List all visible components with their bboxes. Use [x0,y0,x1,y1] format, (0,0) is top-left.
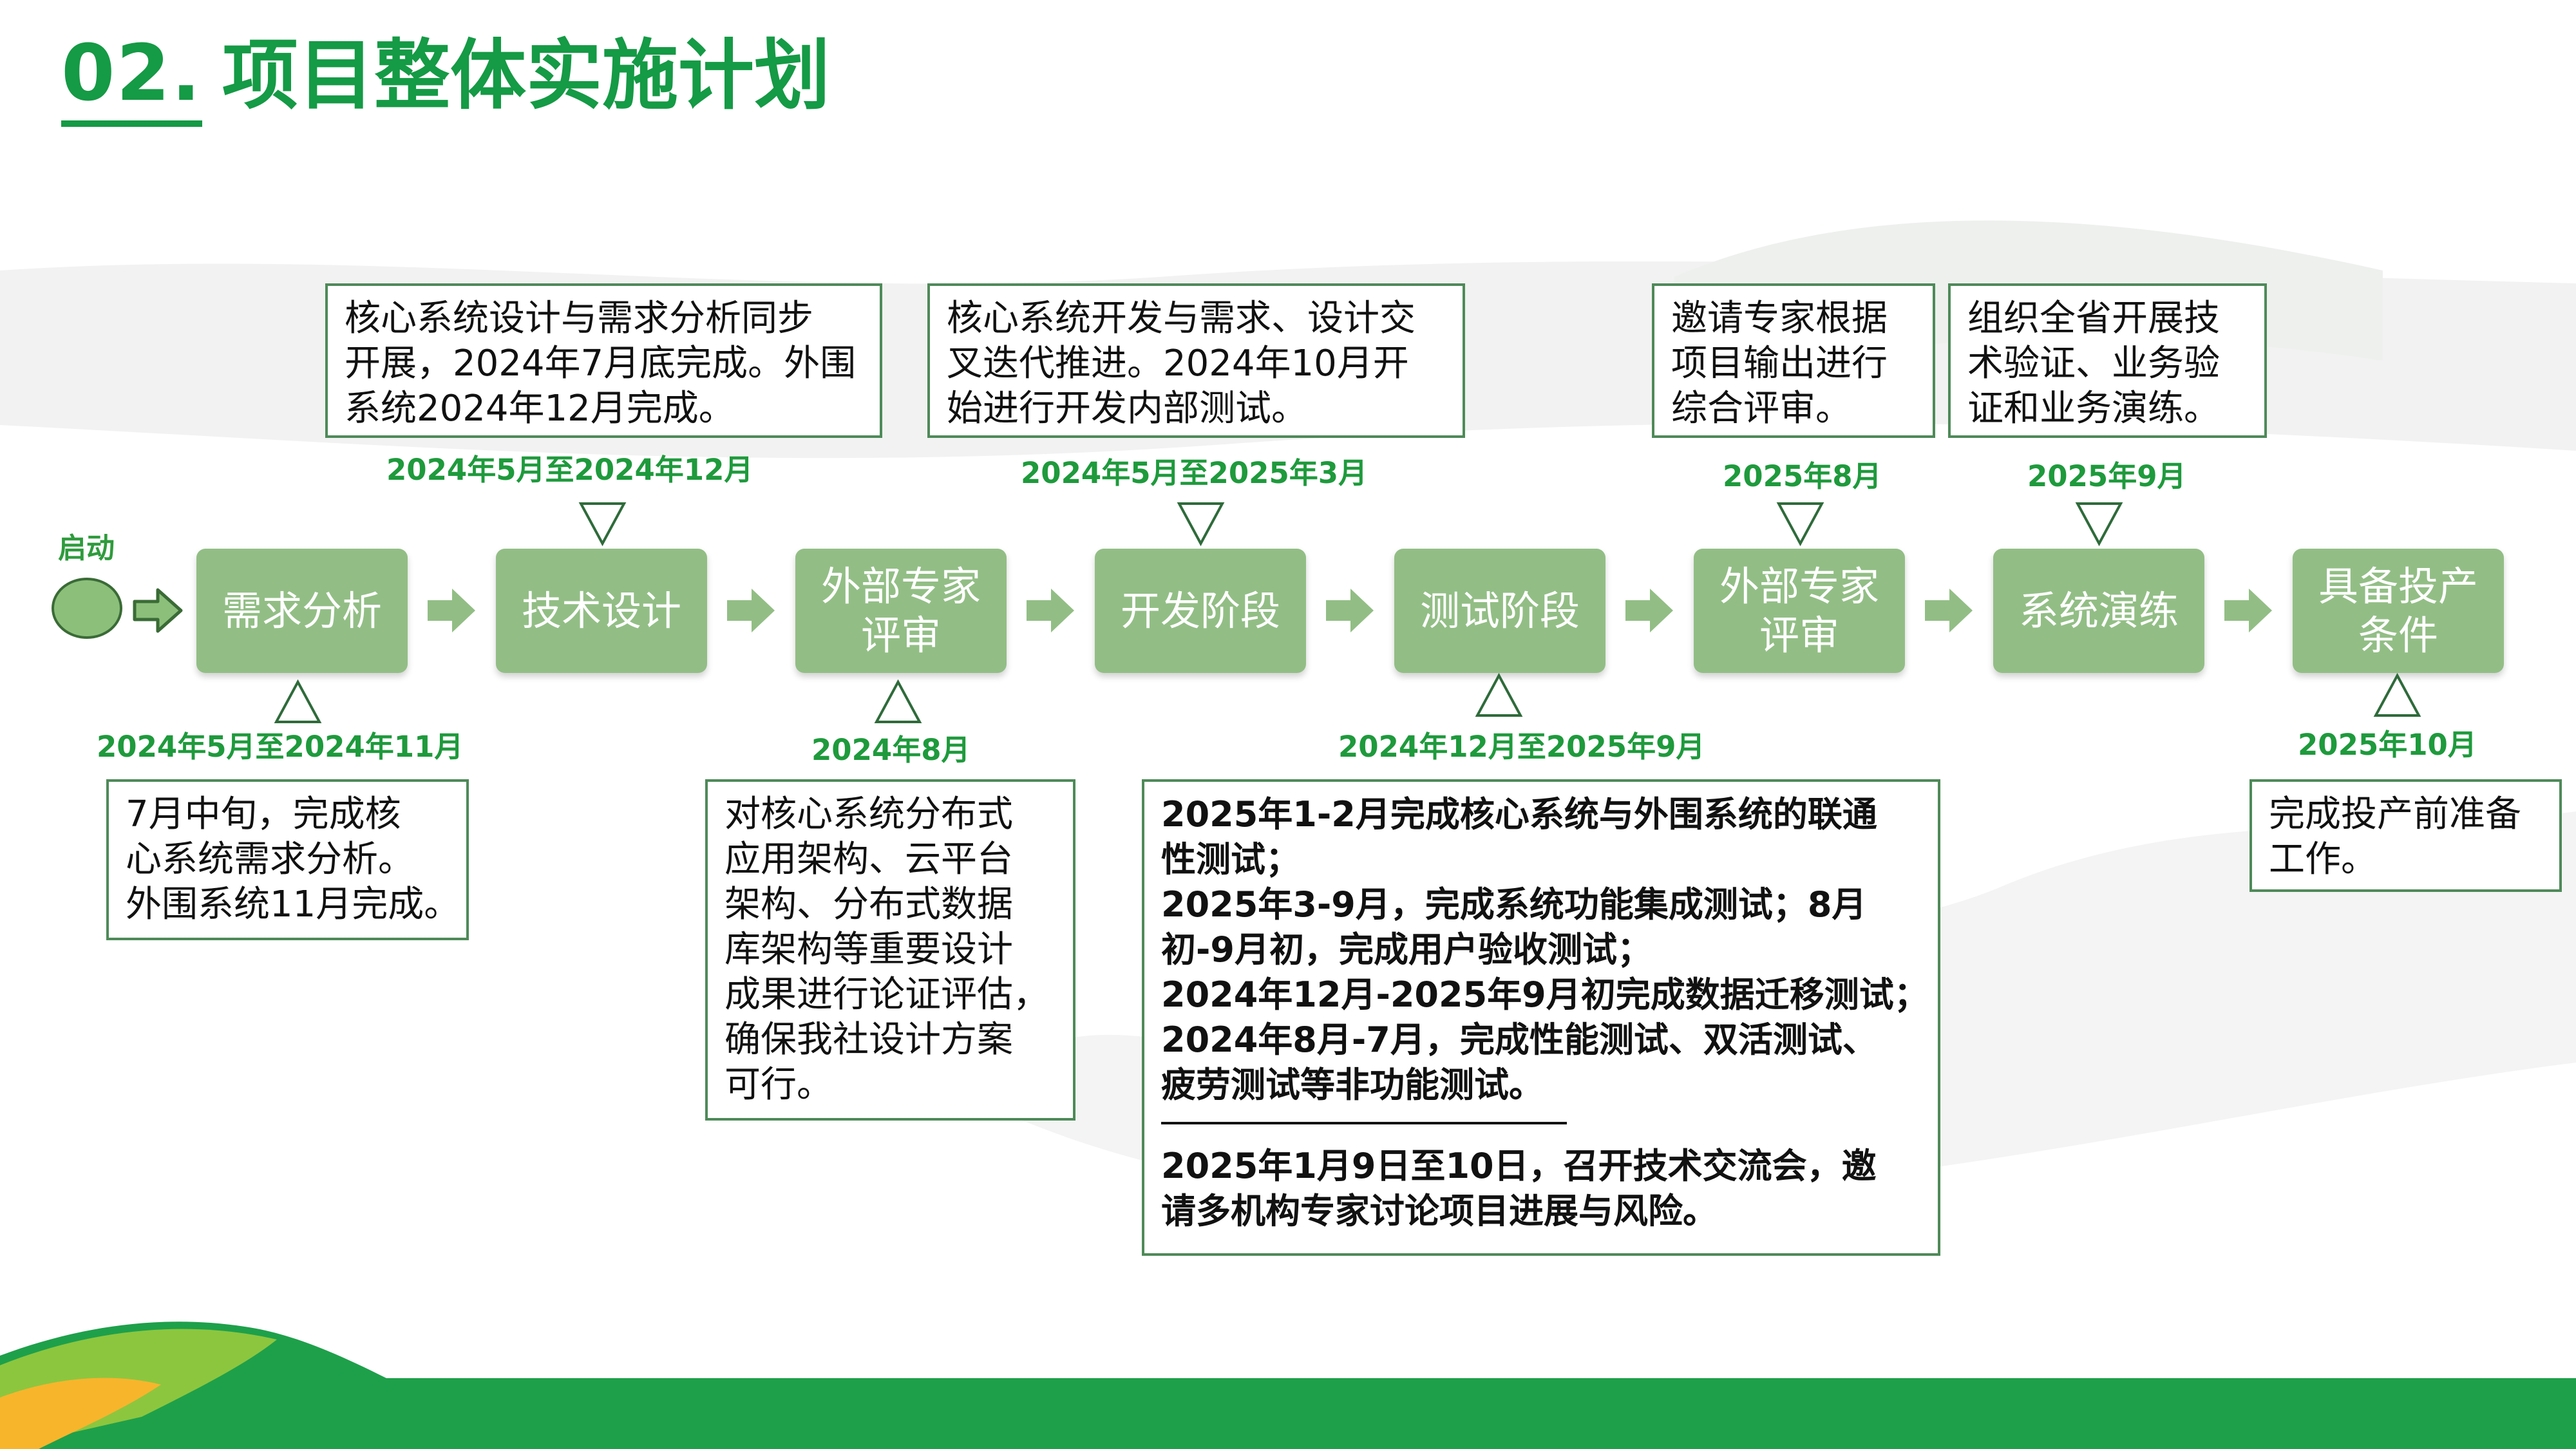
note-line: 综合评审。 [1671,388,1852,430]
stage-label-line1: 开发阶段 [1120,587,1280,634]
stage-label-line1: 外部专家 [1719,562,1879,610]
up-triangle-marker [2373,673,2421,717]
flow-arrow-1 [428,589,475,632]
note-line: 外围系统11月完成。 [126,884,460,925]
flow-arrow-2 [727,589,775,632]
stage-system-drill: 系统演练 [1993,549,2204,673]
note-line: 2024年8月-7月，完成性能测试、双活测试、 [1161,1019,1877,1060]
note-line: 项目输出进行 [1671,343,1888,384]
note-line: 架构、分布式数据 [724,884,1013,925]
stage-external-review-1: 外部专家评审 [795,549,1007,673]
note-line: 库架构等重要设计 [724,929,1013,971]
stage-testing: 测试阶段 [1394,549,1605,673]
title-number: 02. [61,29,202,127]
note-external-review-1: 对核心系统分布式 应用架构、云平台 架构、分布式数据 库架构等重要设计 成果进行… [705,779,1075,1121]
note-line: 系统2024年12月完成。 [345,388,735,430]
note-testing: 2025年1-2月完成核心系统与外围系统的联通 性测试； 2025年3-9月，完… [1142,779,1940,1256]
stage-technical-design: 技术设计 [496,549,707,673]
note-divider [1161,1122,1567,1124]
down-triangle-marker [1177,502,1225,546]
date-technical-design: 2024年5月至2024年12月 [386,453,753,487]
flow-arrow-3 [1027,589,1074,632]
note-line: 叉迭代推进。2024年10月开 [947,343,1409,384]
date-external-review-1: 2024年8月 [811,733,971,767]
flow-arrow-6 [1925,589,1973,632]
note-line: 性测试； [1161,839,1300,880]
note-line: 确保我社设计方案 [724,1019,1013,1061]
note-technical-design: 核心系统设计与需求分析同步 开展，2024年7月底完成。外围 系统2024年12… [325,283,882,438]
note-line: 邀请专家根据 [1671,298,1888,339]
date-production-ready: 2025年10月 [2298,728,2477,762]
stage-production-ready: 具备投产条件 [2293,549,2504,673]
flow-arrow-7 [2224,589,2272,632]
stage-label-line2: 条件 [2358,611,2438,659]
page-title: 项目整体实施计划 [222,31,831,120]
note-line: 应用架构、云平台 [724,838,1013,880]
date-requirement-analysis: 2024年5月至2024年11月 [97,730,464,764]
note-development: 核心系统开发与需求、设计交 叉迭代推进。2024年10月开 始进行开发内部测试。 [927,283,1465,438]
down-triangle-marker [1776,502,1824,546]
note-line: 开展，2024年7月底完成。外围 [345,343,857,384]
down-triangle-marker [578,502,627,546]
stage-label-line1: 技术设计 [521,587,681,634]
note-line: 组织全省开展技 [1967,298,2220,339]
down-triangle-marker [2075,502,2123,546]
flow-arrow-4 [1326,589,1374,632]
note-line: 核心系统开发与需求、设计交 [947,298,1416,339]
note-line: 心系统需求分析。 [126,838,414,880]
date-system-drill: 2025年9月 [2027,459,2186,493]
note-line: 2025年3-9月，完成系统功能集成测试；8月 [1161,884,1867,925]
note-line: 证和业务演练。 [1967,388,2220,430]
stage-external-review-2: 外部专家评审 [1694,549,1905,673]
note-line: 7月中旬，完成核 [126,793,401,835]
note-system-drill: 组织全省开展技 术验证、业务验 证和业务演练。 [1948,283,2267,438]
stage-label-line2: 评审 [1759,611,1839,659]
note-external-review-2: 邀请专家根据 项目输出进行 综合评审。 [1652,283,1935,438]
stage-requirement-analysis: 需求分析 [196,549,408,673]
note-line: 请多机构专家讨论项目进展与风险。 [1161,1191,1718,1231]
stage-label-line1: 外部专家 [820,562,981,610]
note-line: 对核心系统分布式 [724,793,1013,835]
date-testing: 2024年12月至2025年9月 [1338,730,1705,764]
stage-development: 开发阶段 [1095,549,1306,673]
note-line: 2025年1月9日至10日，召开技术交流会，邀 [1161,1146,1877,1186]
note-line: 可行。 [724,1064,833,1106]
up-triangle-marker [874,679,922,723]
note-line: 2024年12月-2025年9月初完成数据迁移测试； [1161,974,1929,1015]
note-line: 初-9月初，完成用户验收测试； [1161,929,1652,970]
note-line: 术验证、业务验 [1967,343,2220,384]
note-line: 核心系统设计与需求分析同步 [345,298,813,339]
stage-label-line1: 系统演练 [2018,587,2179,634]
start-node [52,578,122,639]
stage-label-line2: 评审 [860,611,941,659]
note-line: 工作。 [2269,838,2377,880]
up-triangle-marker [274,679,322,723]
up-triangle-marker [1475,673,1523,717]
note-line: 2025年1-2月完成核心系统与外围系统的联通 [1161,794,1877,835]
note-line: 完成投产前准备 [2269,793,2521,835]
note-requirement-analysis: 7月中旬，完成核 心系统需求分析。 外围系统11月完成。 [106,779,469,940]
note-line: 疲劳测试等非功能测试。 [1161,1065,1544,1105]
date-external-review-2: 2025年8月 [1723,459,1882,493]
flow-arrow-5 [1625,589,1673,632]
stage-label-line1: 具备投产 [2318,562,2478,610]
flow-arrow-start [133,588,183,633]
stage-label-line1: 测试阶段 [1419,587,1580,634]
date-development: 2024年5月至2025年3月 [1021,456,1368,490]
stage-label-line1: 需求分析 [222,587,382,634]
note-line: 始进行开发内部测试。 [947,388,1307,430]
note-production-ready: 完成投产前准备 工作。 [2249,779,2562,892]
note-line: 成果进行论证评估， [724,974,1049,1016]
start-label: 启动 [58,532,115,565]
